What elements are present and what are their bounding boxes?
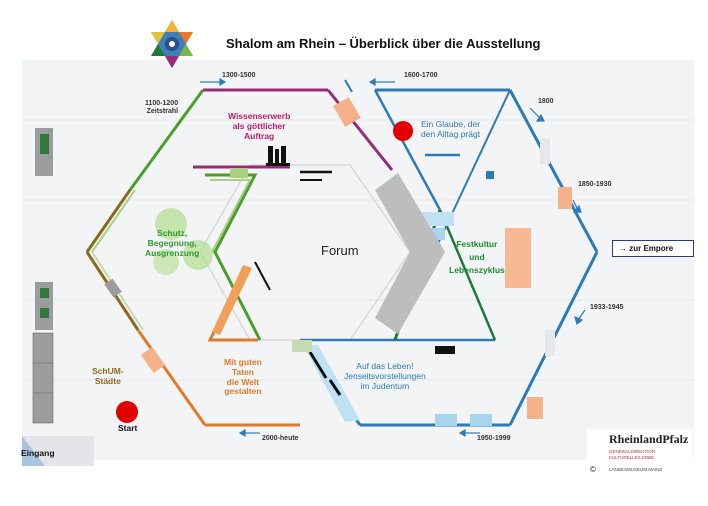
books-icon [266, 146, 290, 166]
wall-schutz-outer-upper [128, 89, 205, 191]
copyright-mark: © [590, 465, 596, 474]
era-1600: 1600-1700 [404, 72, 438, 79]
wall-case-3 [32, 332, 54, 424]
placard-1 [333, 97, 361, 127]
era-1933: 1933-1945 [590, 304, 624, 311]
forum-label: Forum [321, 243, 359, 258]
forum-arrow [375, 173, 445, 334]
era-1800: 1800 [538, 98, 554, 105]
schutz-disc-3 [153, 249, 179, 275]
placard-fest [505, 228, 531, 288]
floor-grid [22, 119, 694, 381]
red-marker-glaube [393, 121, 413, 141]
schutz-disc-1 [155, 208, 187, 240]
entrance-label: Eingang [21, 448, 55, 458]
theme-schum: SchUM-Städte [92, 366, 124, 386]
wall-taten-outer [136, 329, 207, 426]
start-marker [116, 401, 138, 423]
empore-button[interactable]: → zur Empore [612, 240, 694, 257]
schutz-disc-2 [183, 240, 213, 270]
era-1850: 1850-1930 [578, 181, 612, 188]
era-2000: 2000-heute [262, 435, 299, 442]
page-title: Shalom am Rhein – Überblick über die Aus… [226, 36, 541, 51]
rlp-logo: RheinlandPfalz GENERALDIREKTION KULTUREL… [587, 429, 693, 481]
wall-schum-upper [85, 189, 132, 253]
era-1300: 1300-1500 [222, 72, 256, 79]
theme-schutz: Schutz,Begegnung,Ausgrenzung [145, 228, 200, 258]
era-1950: 1950-1999 [477, 435, 511, 442]
timeline-arrows [200, 77, 586, 438]
wall-outer-right-upper [508, 89, 599, 253]
star-of-david-logo [151, 20, 193, 68]
rlp-logo-name: RheinlandPfalz [609, 432, 689, 446]
start-label: Start [118, 423, 138, 433]
